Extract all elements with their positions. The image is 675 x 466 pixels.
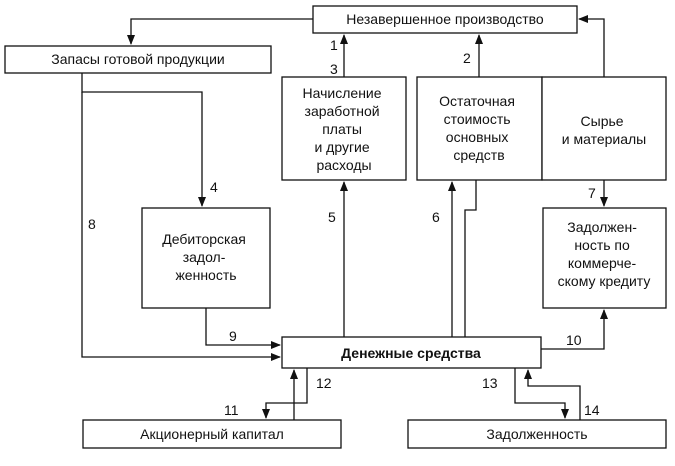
arrow-13-cash-to-debt	[514, 368, 569, 419]
arrow-4-finished-goods-to-receivables	[81, 73, 206, 207]
flow-label-4: 4	[210, 179, 218, 195]
arrow-9-receivables-to-cash	[205, 308, 281, 349]
arrow-materials-to-wip	[578, 15, 605, 77]
wages-label: Начисление заработной платы и другие рас…	[303, 85, 386, 173]
flow-label-9: 9	[229, 328, 237, 344]
finished-goods-box: Запасы готовой продукции	[4, 45, 272, 74]
flow-label-14: 14	[584, 402, 600, 418]
flow-label-2: 2	[463, 50, 471, 66]
flow-label-8: 8	[88, 216, 96, 232]
residual-value-box: Остаточная стоимость основных средств	[416, 76, 543, 181]
wages-box: Начисление заработной платы и другие рас…	[281, 76, 407, 181]
commercial-debt-label: Задолжен- ность по коммерче- скому креди…	[558, 219, 651, 289]
cash-label: Денежные средства	[341, 345, 481, 361]
receivables-box: Дебиторская задол- женность	[141, 207, 271, 309]
wip-label: Незавершенное производство	[346, 11, 544, 27]
flow-label-12: 12	[316, 375, 332, 391]
line-residual-to-cash	[464, 180, 477, 337]
wip-box: Незавершенное производство	[312, 5, 578, 34]
arrow-10-cash-to-commercial-debt	[541, 309, 608, 350]
flow-label-5: 5	[328, 209, 336, 225]
flow-label-13: 13	[482, 375, 498, 391]
cash-box: Денежные средства	[281, 336, 542, 369]
flow-label-11: 11	[224, 402, 239, 418]
flow-label-3: 3	[330, 61, 338, 77]
receivables-label: Дебиторская задол- женность	[162, 231, 249, 283]
finished-goods-label: Запасы готовой продукции	[51, 51, 224, 67]
arrow-14-debt-to-cash	[524, 369, 581, 420]
equity-label: Акционерный капитал	[140, 426, 284, 442]
residual-value-label: Остаточная стоимость основных средств	[439, 93, 519, 163]
materials-box: Сырье и материалы	[541, 76, 667, 181]
arrow-8-finished-goods-to-cash	[81, 92, 281, 361]
debt-label: Задолженность	[486, 426, 587, 442]
arrow-wip-to-finished-goods	[127, 18, 313, 45]
flow-label-10: 10	[566, 332, 582, 348]
arrow-12-cash-to-equity	[262, 368, 308, 419]
commercial-debt-box: Задолжен- ность по коммерче- скому креди…	[542, 207, 667, 309]
debt-box: Задолженность	[407, 419, 667, 449]
flow-label-7: 7	[588, 185, 596, 201]
equity-box: Акционерный капитал	[82, 419, 342, 449]
materials-label: Сырье и материалы	[562, 113, 646, 147]
flow-label-6: 6	[432, 209, 440, 225]
flow-label-1: 1	[330, 37, 338, 53]
